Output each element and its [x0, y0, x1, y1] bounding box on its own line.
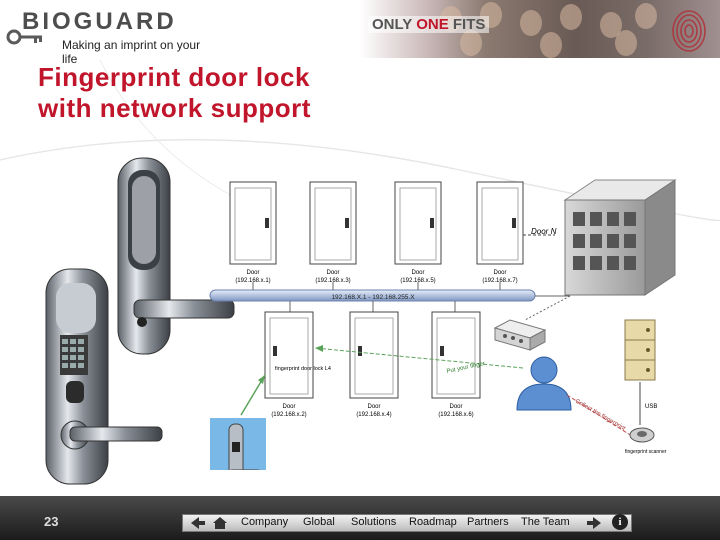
usb-label: USB	[645, 404, 657, 410]
key-icon	[6, 29, 42, 45]
forward-icon[interactable]	[585, 515, 603, 531]
slide-title: Fingerprint door lock with network suppo…	[38, 62, 311, 124]
door-top-3-ip: (192.168.x.5)	[400, 278, 435, 284]
door-top-2: Door (192.168.x.3)	[309, 181, 357, 284]
logo-text: BIOGUARD	[22, 8, 177, 35]
door-bottom-1-ip: (192.168.x.2)	[271, 412, 306, 418]
fingerprint-icon	[672, 10, 706, 52]
door-top-3-label: Door	[411, 270, 424, 276]
door-bottom-2-label: Door	[367, 404, 380, 410]
footer-nav-bar: Company Global Solutions Roadmap Partner…	[182, 514, 632, 532]
door-bottom-2-ip: (192.168.x.4)	[356, 412, 391, 418]
network-bus: 192.168.X.1 - 192.168.255.X	[209, 289, 536, 302]
door-lock-photo-large	[117, 157, 235, 355]
nav-item-global[interactable]: Global	[303, 516, 335, 528]
person-icon	[516, 356, 572, 411]
nav-item-the-team[interactable]: The Team	[521, 516, 570, 528]
fingerprint-lock-label: fingerprint door lock L4	[275, 366, 331, 372]
banner-tagline: ONLY ONE FITS	[368, 16, 490, 33]
footer-bar: 23 Company Global Solutions Roadmap Part…	[0, 496, 720, 540]
back-icon[interactable]	[189, 515, 207, 531]
door-bottom-2: Door (192.168.x.4)	[349, 311, 399, 418]
door-lock-photo-front	[45, 268, 163, 485]
server-icon	[624, 319, 656, 381]
nav-item-partners[interactable]: Partners	[467, 516, 509, 528]
door-top-4-ip: (192.168.x.7)	[482, 278, 517, 284]
lock-inset-photo	[210, 374, 266, 470]
door-top-2-ip: (192.168.x.3)	[315, 278, 350, 284]
nav-item-solutions[interactable]: Solutions	[351, 516, 397, 528]
network-diagram: Door (192.168.x.1) Door (192.168.x.3) Do…	[209, 179, 677, 470]
network-switch-icon	[493, 319, 547, 351]
arrow-label-collect: Collect the fingerprint	[574, 399, 626, 433]
logo-tagline: Making an imprint on your life	[62, 38, 201, 66]
slide-title-line-2: with network support	[38, 93, 311, 123]
door-top-1: Door (192.168.x.1)	[229, 181, 277, 284]
header-banner: BIOGUARD Making an imprint on your life …	[0, 0, 720, 66]
door-bottom-3-label: Door	[449, 404, 462, 410]
door-top-1-ip: (192.168.x.1)	[235, 278, 270, 284]
door-bottom-3-ip: (192.168.x.6)	[438, 412, 473, 418]
door-bottom-1-label: Door	[282, 404, 295, 410]
door-top-3: Door (192.168.x.5)	[394, 181, 442, 284]
nav-item-roadmap[interactable]: Roadmap	[409, 516, 457, 528]
network-bus-label: 192.168.X.1 - 192.168.255.X	[331, 294, 415, 301]
nav-item-company[interactable]: Company	[241, 516, 289, 528]
door-n-label: Door N	[531, 227, 557, 236]
door-bottom-3: Door (192.168.x.6)	[431, 311, 481, 418]
door-top-4-label: Door	[493, 270, 506, 276]
slide-number: 23	[44, 514, 59, 529]
bioguard-logo: BIOGUARD Making an imprint on your life	[6, 6, 206, 66]
door-top-2-label: Door	[326, 270, 339, 276]
info-icon[interactable]: i	[612, 514, 628, 530]
scanner-icon	[629, 427, 655, 443]
building-icon	[563, 179, 677, 296]
slide-title-line-1: Fingerprint door lock	[38, 62, 310, 92]
door-top-1-label: Door	[246, 270, 259, 276]
door-bottom-1: fingerprint door lock L4 Door (192.168.x…	[264, 311, 331, 418]
home-icon[interactable]	[211, 515, 229, 531]
scanner-label: fingerprint scanner	[625, 449, 667, 455]
door-top-4: Door (192.168.x.7)	[476, 181, 524, 284]
